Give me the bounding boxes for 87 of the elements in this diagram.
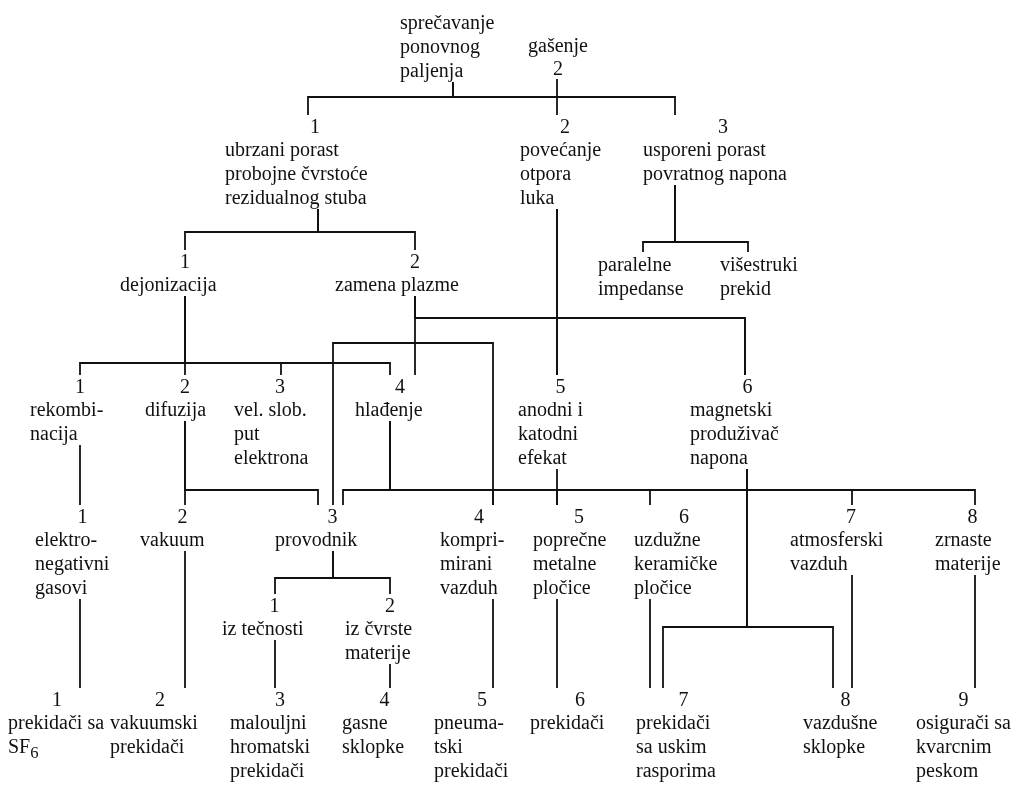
connector-line [79, 598, 81, 689]
node-label: iz čvrste materije [345, 616, 414, 664]
node-label: poprečne metalne pločice [533, 527, 608, 599]
node-number: 1 [51, 688, 63, 710]
node-label: gasne sklopke [342, 710, 406, 758]
node-number: 3 [326, 505, 339, 527]
node-number: 6 [678, 505, 690, 527]
node-label: vakuumski prekidači [110, 710, 199, 758]
node-number: 4 [473, 505, 485, 527]
node-number: 1 [76, 505, 89, 527]
node-label: prekidači [530, 710, 606, 734]
node-label: hlađenje [355, 397, 424, 421]
node-label: uzdužne keramičke pločice [634, 527, 719, 599]
node-label: pneuma- tski prekidači [434, 710, 510, 782]
node-label: prekidači sa uskim rasporima [636, 710, 717, 782]
node-number: 8 [966, 505, 979, 527]
connector-line [674, 184, 749, 253]
node-label: difuzija [145, 397, 208, 421]
connector-line [317, 208, 416, 251]
node-number: 9 [957, 688, 970, 710]
node-label: povećanje otpora luka [520, 137, 603, 209]
connector-line [974, 574, 976, 689]
connector-line [556, 598, 558, 689]
node-label: provodnik [275, 527, 359, 551]
node-label: malouljni hromatski prekidači [230, 710, 311, 782]
connector-line [556, 208, 746, 376]
node-number: 6 [574, 688, 586, 710]
node-label: elektro- negativni gasovi [35, 527, 111, 599]
connector-line [332, 342, 494, 506]
node-number: 3 [274, 375, 286, 397]
node-number: 5 [554, 375, 567, 397]
connector-line [389, 663, 391, 689]
node-number: 3 [274, 688, 286, 710]
node-label: anodni i katodni efekat [518, 397, 584, 469]
node-number: 2 [552, 57, 564, 79]
node-label: zamena plazme [335, 272, 460, 296]
node-label: višestruki prekid [720, 252, 799, 300]
connector-line [452, 81, 676, 116]
connector-line [184, 295, 391, 376]
node-label: magnetski produživač napona [690, 397, 780, 469]
node-number: 2 [179, 375, 191, 397]
node-number: 2 [176, 505, 189, 527]
node-label: atmosferski vazduh [790, 527, 885, 575]
connector-line [389, 420, 976, 506]
node-label: ubrzani porast probojne čvrstoće rezidualnog stuba [225, 137, 369, 209]
connector-line [746, 468, 834, 689]
node-number: 2 [409, 250, 421, 272]
node-number: 4 [394, 375, 406, 397]
node-number: 3 [717, 115, 729, 137]
node-label: prekidači sa SF$_{6}$ [8, 710, 106, 764]
node-label: rekombi- nacija [30, 397, 105, 445]
node-number: 8 [839, 688, 852, 710]
connector-line [79, 444, 81, 506]
node-label: osigurači sa kvarcnim peskom [916, 710, 1011, 782]
connector-line [556, 78, 558, 116]
node-label: vel. slob. put elektrona [234, 397, 310, 469]
node-number: 5 [476, 688, 488, 710]
connector-line [556, 468, 558, 506]
connector-line [184, 550, 186, 689]
node-label: usporeni porast povratnog napona [643, 137, 788, 185]
connector-line [851, 574, 853, 689]
node-label: paralelne impedanse [598, 252, 685, 300]
connector-line [332, 550, 391, 595]
connector-line [649, 598, 651, 689]
connector-line [184, 420, 319, 506]
node-number: 2 [154, 688, 166, 710]
connector-line [492, 598, 494, 689]
node-number: 7 [677, 688, 690, 710]
node-label: zrnaste materije [935, 527, 1002, 575]
node-number: 2 [384, 594, 396, 616]
node-label: gašenje [527, 33, 589, 57]
node-number: 1 [179, 250, 191, 272]
node-number: 5 [573, 505, 585, 527]
node-label: vazdušne sklopke [803, 710, 879, 758]
node-number: 7 [845, 505, 857, 527]
node-number: 6 [741, 375, 754, 397]
node-label: kompri- mirani vazduh [440, 527, 506, 599]
node-number: 1 [309, 115, 321, 137]
node-number: 2 [559, 115, 571, 137]
node-number: 1 [74, 375, 86, 397]
connector-line [274, 639, 276, 689]
node-label: sprečavanje ponovnog paljenja [400, 10, 496, 82]
node-label: iz tečnosti [222, 616, 305, 640]
node-number: 4 [378, 688, 391, 710]
node-number: 1 [268, 594, 281, 616]
node-label: dejonizacija [120, 272, 218, 296]
node-label: vakuum [140, 527, 206, 551]
